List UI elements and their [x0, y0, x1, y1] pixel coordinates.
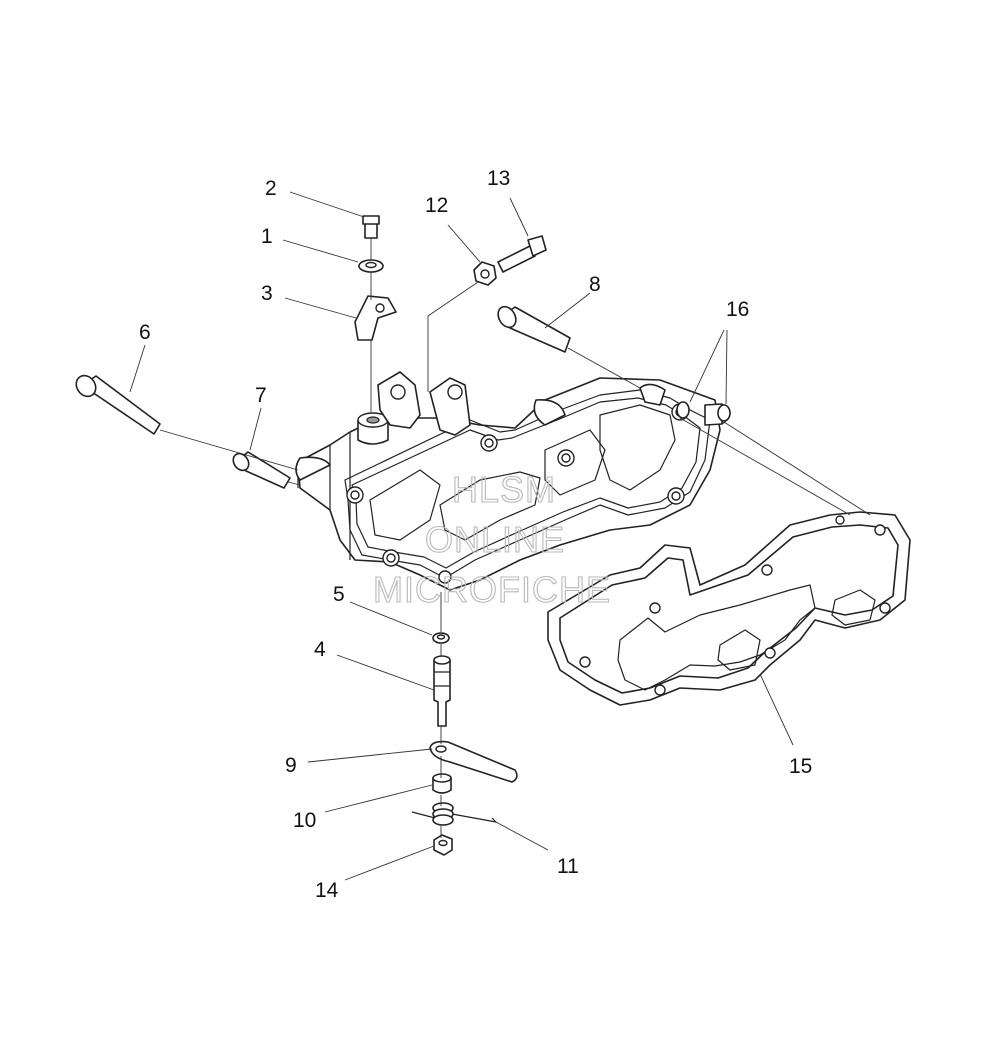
callout-labels: 2 1 3 6 7 12 13 8 16 5 4 9 10 11 14 15 — [139, 167, 812, 902]
watermark-line-1: HLSM — [452, 469, 556, 510]
bolt-13 — [497, 235, 547, 273]
bolt-7 — [232, 451, 291, 489]
shaft-4 — [433, 655, 451, 727]
label-10: 10 — [293, 809, 316, 832]
spring-11 — [411, 802, 497, 826]
bushing-10 — [432, 773, 452, 794]
label-3: 3 — [261, 282, 273, 305]
label-1: 1 — [261, 225, 273, 248]
washer-1 — [358, 259, 384, 273]
nut-12 — [473, 261, 497, 286]
label-11: 11 — [557, 855, 579, 878]
label-4: 4 — [314, 638, 326, 661]
label-6: 6 — [139, 321, 151, 344]
bolt-6 — [75, 374, 161, 435]
label-16: 16 — [726, 298, 749, 321]
bolt-8 — [497, 305, 571, 353]
watermark-line-3: MICROFICHE — [373, 569, 611, 610]
label-15: 15 — [789, 755, 812, 778]
label-9: 9 — [285, 754, 297, 777]
gasket-15 — [547, 511, 911, 706]
callout-leaders — [129, 191, 794, 881]
lever-9 — [429, 740, 518, 783]
manifold-housing — [295, 371, 729, 591]
watermark-line-2: ONLINE — [425, 519, 565, 560]
label-14: 14 — [315, 879, 339, 902]
label-2: 2 — [265, 177, 277, 200]
label-13: 13 — [487, 167, 510, 190]
bolt-2 — [362, 215, 380, 239]
bracket-3 — [354, 295, 397, 341]
washer-5 — [432, 632, 450, 644]
watermark: HLSM ONLINE MICROFICHE — [372, 468, 611, 610]
assembly-axis-lines — [159, 238, 871, 838]
label-12: 12 — [425, 194, 448, 217]
dowels-16 — [676, 401, 731, 422]
label-5: 5 — [333, 583, 345, 606]
nut-14 — [433, 834, 453, 856]
label-8: 8 — [589, 273, 601, 296]
label-7: 7 — [255, 384, 267, 407]
